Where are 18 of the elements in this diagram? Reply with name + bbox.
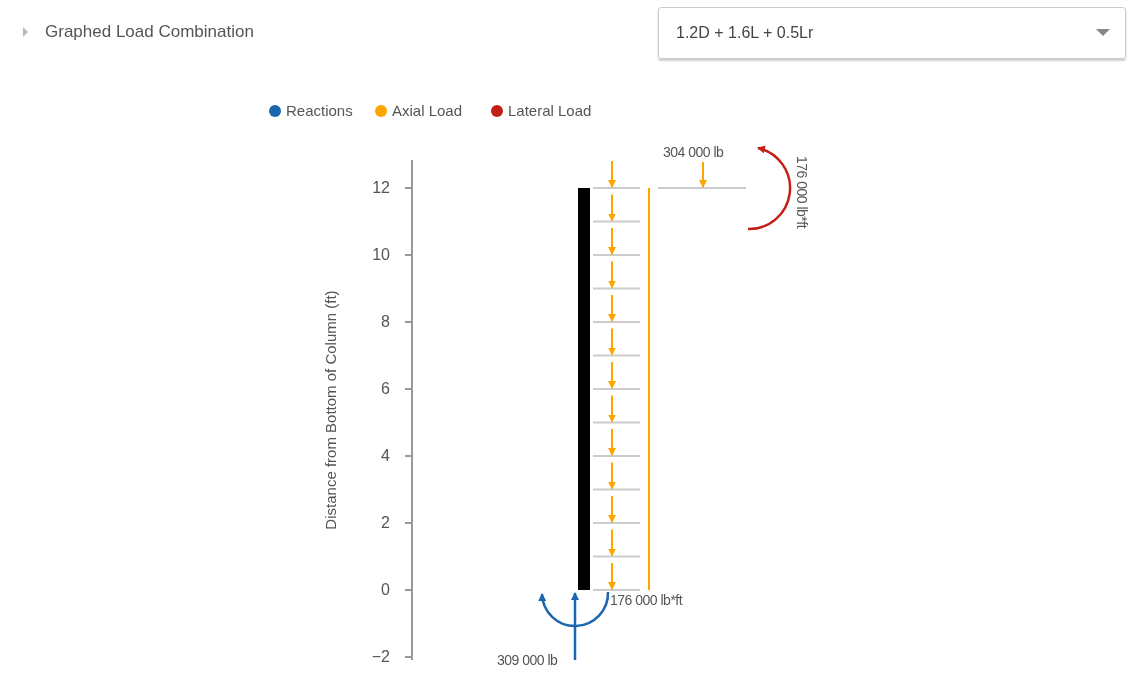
axis-title: Distance from Bottom of Column (ft) (322, 290, 338, 530)
section-heading: Graphed Load Combination (45, 23, 254, 40)
load-value-label: 304 000 lb (663, 145, 724, 159)
legend-label: Reactions (286, 103, 353, 118)
load-combination-dropdown: 1.2D + 1.6L + 0.5Lr (658, 7, 1126, 59)
axis-tick-label: 4 (380, 448, 390, 464)
axis-tick-label: 10 (371, 247, 390, 263)
moment-value-label: 176 000 lb*ft (610, 593, 683, 607)
legend-label: Axial Load (392, 103, 463, 118)
axis-tick-label: 12 (371, 180, 390, 196)
axis-tick-label: 6 (380, 381, 390, 397)
axis-tick-label: 2 (380, 515, 390, 531)
axis-tick-label: 0 (380, 582, 390, 598)
legend-label: Lateral Load (508, 103, 592, 118)
axis-tick-label: −2 (370, 649, 390, 665)
axis-tick-label: 8 (380, 314, 390, 330)
reaction-value-label: 309 000 lb (497, 653, 558, 667)
moment-value-label: 176 000 lb*ft (795, 155, 809, 229)
